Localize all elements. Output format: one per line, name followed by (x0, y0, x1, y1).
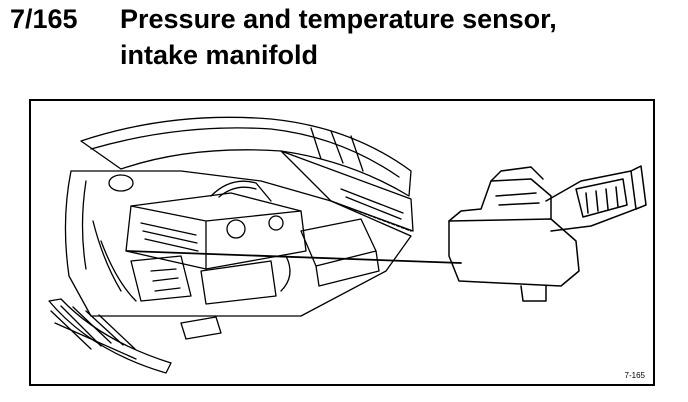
section-number: 7/165 (10, 4, 78, 34)
hood-outline (80, 116, 412, 197)
map-sensor-detail (448, 165, 647, 302)
section-title-line-2: intake manifold (120, 40, 319, 70)
front-grille (48, 298, 222, 374)
callout-line (126, 250, 462, 264)
section-title-line-1: Pressure and temperature sensor, (120, 4, 557, 34)
cowl-area (280, 150, 414, 232)
engine-bay (64, 170, 412, 317)
figure-frame: 7-165 (29, 99, 655, 386)
figure-code: 7-165 (624, 371, 645, 380)
engine-illustration (48, 116, 647, 374)
